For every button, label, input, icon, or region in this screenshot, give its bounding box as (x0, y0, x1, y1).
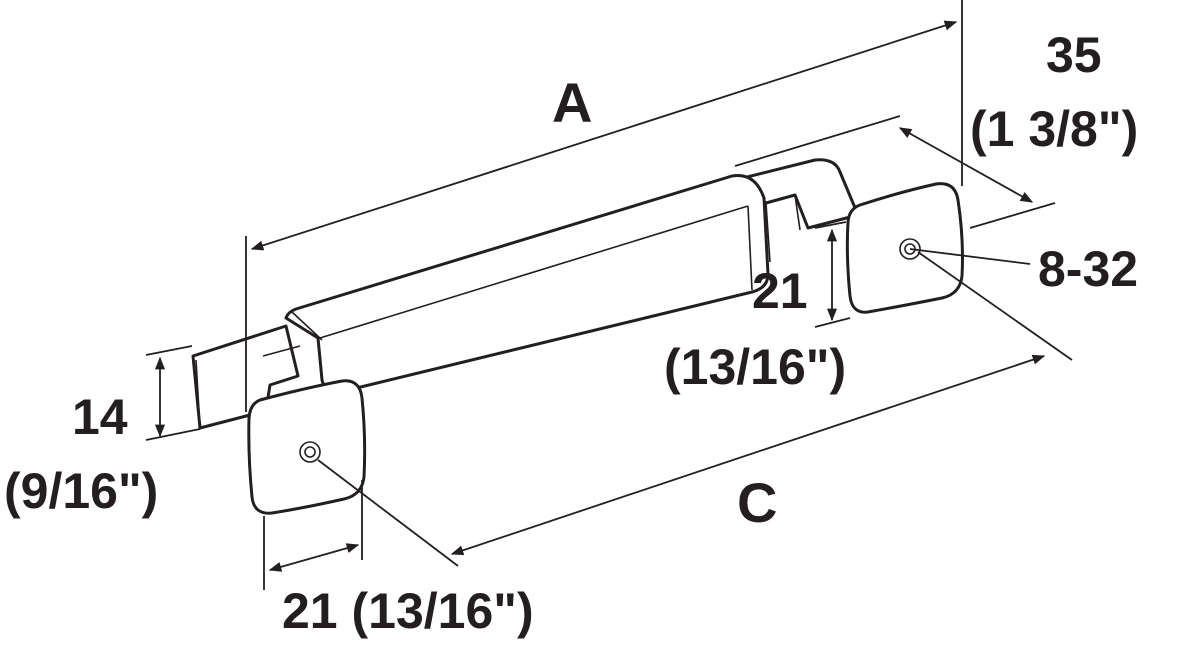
dimension-35-arrow (898, 127, 1034, 203)
label-projection-mm: 35 (1046, 27, 1102, 83)
left-screw-hole-outer (299, 441, 321, 463)
label-hole-spacing: C (737, 471, 777, 534)
label-bar-height-mm: 14 (72, 389, 128, 445)
dimension-21-width-arrow (268, 543, 360, 572)
label-post-height-in: (13/16") (664, 339, 846, 395)
left-base (247, 379, 367, 515)
dimension-c-arrow (450, 354, 1046, 556)
label-projection-in: (1 3/8") (970, 101, 1138, 157)
label-bar-height-in: (9/16") (4, 463, 158, 519)
dimension-a-arrow (250, 20, 958, 251)
screw-size-leader (909, 248, 1031, 265)
left-leg-inner (195, 345, 301, 429)
right-leg-inner (765, 194, 801, 263)
label-overall-length: A (552, 71, 592, 134)
label-screw-size: 8-32 (1038, 241, 1138, 297)
dimension-lines (145, 0, 1073, 590)
dimension-labels: A C 35 (1 3/8") 8-32 21 (13/16") 14 (9/1… (4, 27, 1138, 639)
label-post-height-mm: 21 (752, 263, 808, 319)
left-screw-hole-inner (304, 446, 316, 458)
label-base-width: 21 (13/16") (282, 583, 534, 639)
handle-illustration (191, 158, 964, 515)
